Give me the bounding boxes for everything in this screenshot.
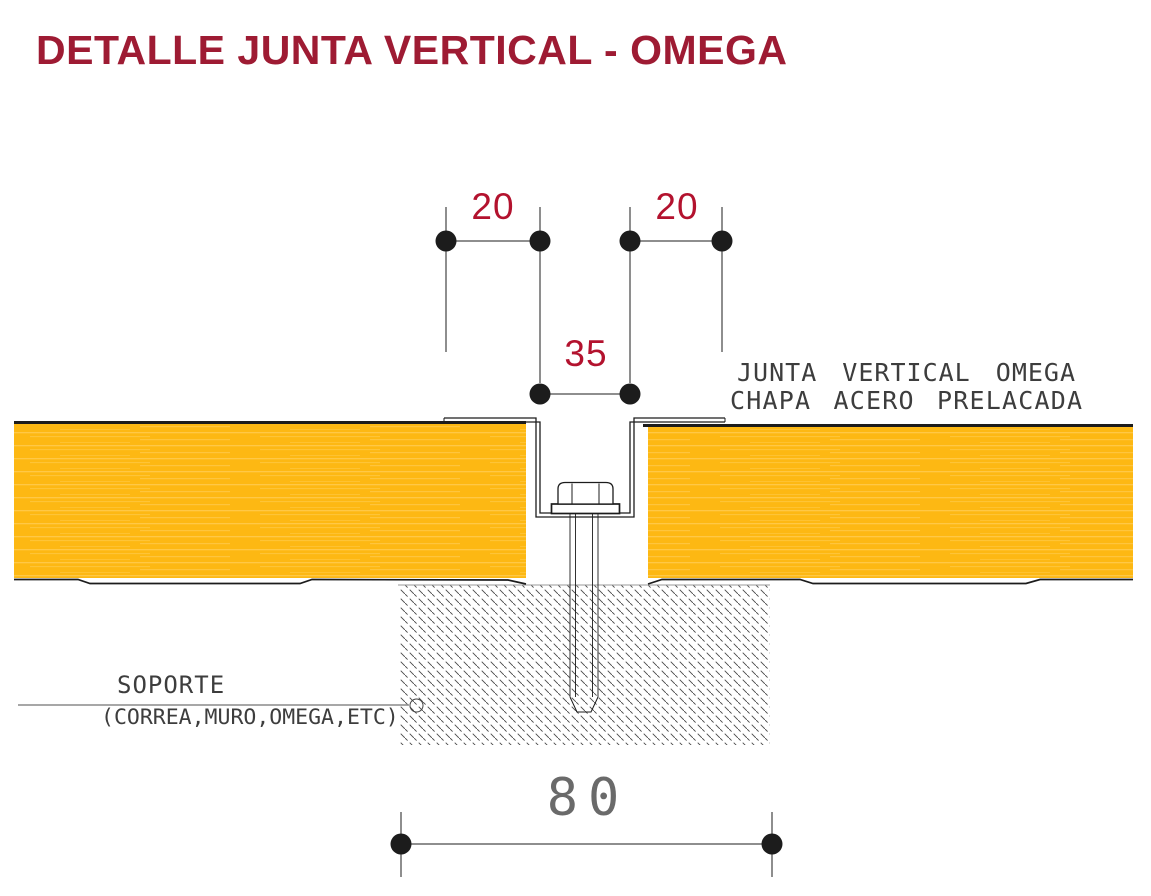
dimension-lines-bottom [390, 812, 783, 877]
dimension-lines-top [435, 207, 733, 405]
joint-annotation-line1: JUNTA VERTICAL OMEGA [737, 358, 1077, 387]
hex-bolt [550, 481, 621, 713]
dim-20-right-label: 20 [655, 186, 699, 227]
drawing-title: DETALLE JUNTA VERTICAL - OMEGA [36, 27, 788, 73]
dim-20-left-label: 20 [471, 186, 515, 227]
support-sublabel: (CORREA,MURO,OMEGA,ETC) [101, 705, 399, 730]
support-leader-line [18, 698, 424, 713]
support-hatch [398, 584, 770, 745]
joint-annotation-line2: CHAPA ACERO PRELACADA [730, 386, 1084, 415]
panel-left [14, 421, 527, 585]
support-label: SOPORTE [117, 671, 226, 699]
dim-80-label: 80 [546, 768, 630, 828]
dim-35-label: 35 [564, 333, 608, 374]
panel-right [643, 424, 1133, 585]
